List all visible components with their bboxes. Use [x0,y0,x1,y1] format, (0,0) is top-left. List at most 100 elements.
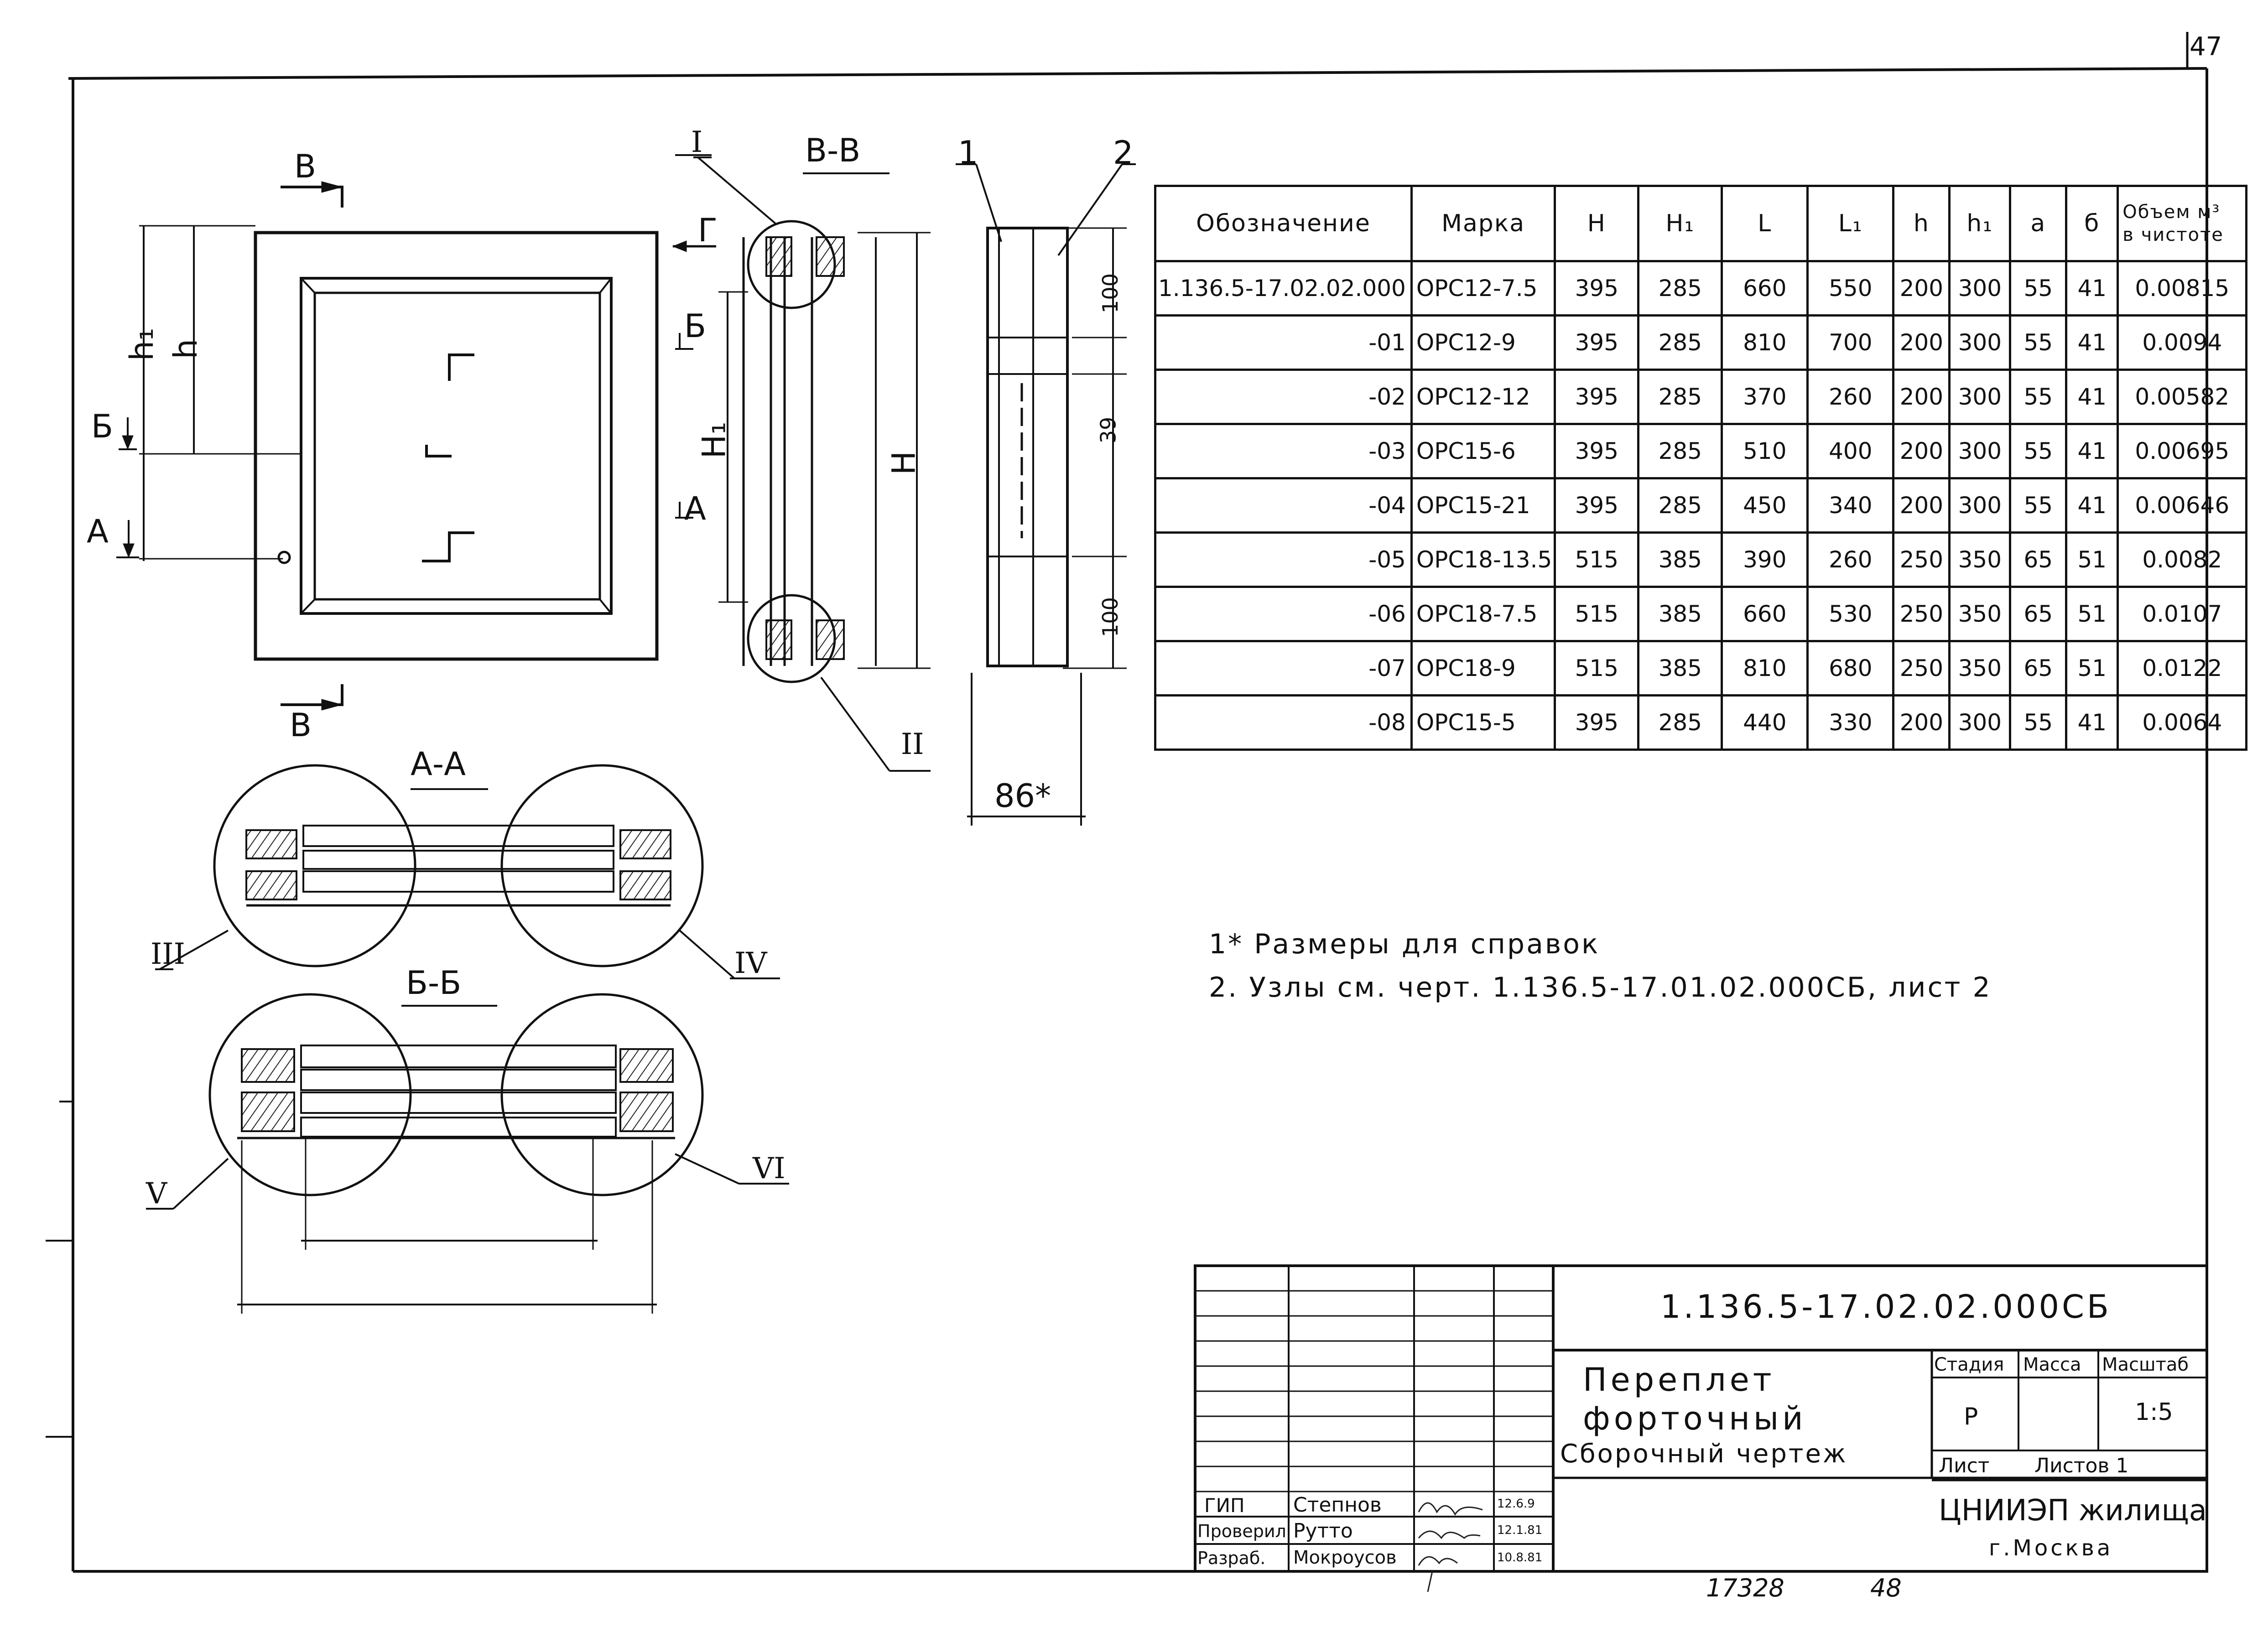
header-a: a [2009,185,2068,262]
date-checked: 12.1.81 [1497,1523,1543,1537]
cell-h: 200 [1892,260,1951,317]
cell-a: 65 [2009,586,2068,642]
cell-H1: 385 [1637,531,1723,588]
name-developer: Мокроусов [1293,1547,1397,1568]
callout-2: 2 [1113,134,1134,172]
side-view [956,163,1136,826]
dim-H1-label: H₁ [695,421,733,459]
cell-mark: ОРС12-7.5 [1410,260,1556,317]
table-row: -07 ОРС18-9 515 385 810 680 250 350 65 5… [1154,640,2248,697]
cell-L: 810 [1721,640,1809,697]
cell-L: 440 [1721,694,1809,751]
cell-mark: ОРС15-21 [1410,477,1556,534]
header-volume-l2: в чистоте [2122,224,2224,245]
cell-h: 200 [1892,369,1951,425]
dim-h1-label: h₁ [123,327,161,361]
cell-H: 395 [1554,694,1640,751]
scale-value: 1:5 [2135,1398,2173,1426]
date-developer: 10.8.81 [1497,1551,1543,1565]
section-aa [155,764,780,979]
section-mark-b-bottom: В [290,707,312,744]
cell-h1: 300 [1948,260,2012,317]
table-row: 1.136.5-17.02.02.000 ОРС12-7.5 395 285 6… [1154,260,2248,317]
cell-H: 395 [1554,260,1640,317]
cell-L1: 260 [1806,531,1895,588]
cell-b: 41 [2065,314,2119,371]
node-v-label: V [146,1177,167,1211]
sheets-label: Листов 1 [2034,1454,2129,1477]
cell-L: 510 [1721,423,1809,479]
role-developer: Разраб. [1197,1548,1266,1568]
sheet-label: Лист [1939,1454,1990,1477]
cell-a: 65 [2009,531,2068,588]
cut-mark-b: Б [91,408,114,445]
header-L: L [1721,185,1809,262]
cell-L1: 330 [1806,694,1895,751]
cell-h: 250 [1892,640,1951,697]
footer-page-number: 48 [1870,1574,1902,1602]
cell-L1: 700 [1806,314,1895,371]
cell-h: 200 [1892,314,1951,371]
dim-39: 39 [1096,416,1121,444]
name-checked: Рутто [1293,1519,1353,1543]
section-vv-title: В-В [805,132,861,169]
table-row: -05 ОРС18-13.5 515 385 390 260 250 350 6… [1154,531,2248,588]
date-gip: 12.6.9 [1497,1497,1535,1511]
spec-table-header-row: Обозначение Марка H H₁ L L₁ h h₁ a б Объ… [1154,185,2248,262]
cell-H1: 385 [1637,640,1723,697]
section-vv [672,154,931,772]
cell-h1: 300 [1948,423,2012,479]
cell-volume: 0.00695 [2117,423,2248,479]
front-view [116,181,659,711]
cell-designation: -03 [1154,423,1413,479]
page-number: 47 [2190,32,2222,62]
node-vi-label: VI [753,1152,785,1185]
cell-H: 395 [1554,314,1640,371]
cell-volume: 0.0064 [2117,694,2248,751]
title-line-1: Переплет [1583,1361,1775,1398]
cell-H: 515 [1554,640,1640,697]
scale-header: Масштаб [2102,1354,2189,1375]
node-iii-label: III [151,937,185,971]
cell-designation: -08 [1154,694,1413,751]
cell-b: 51 [2065,640,2119,697]
dim-h-label: h [167,338,205,359]
cell-h1: 300 [1948,369,2012,425]
cell-h: 250 [1892,531,1951,588]
header-mark: Марка [1410,185,1556,262]
cell-b: 41 [2065,694,2119,751]
view-mark-g: Г [698,212,718,249]
note-2: 2. Узлы см. черт. 1.136.5-17.01.02.000СБ… [1209,972,1992,1003]
callout-1: 1 [958,134,978,172]
name-gip: Степнов [1293,1493,1382,1517]
organization-name: ЦНИИЭП жилища [1939,1494,2207,1528]
cell-L: 810 [1721,314,1809,371]
cell-H: 395 [1554,369,1640,425]
cell-volume: 0.00582 [2117,369,2248,425]
cell-H: 395 [1554,477,1640,534]
cell-a: 55 [2009,423,2068,479]
cell-h: 200 [1892,694,1951,751]
cell-a: 55 [2009,314,2068,371]
cell-b: 41 [2065,477,2119,534]
header-b: б [2065,185,2119,262]
table-row: -06 ОРС18-7.5 515 385 660 530 250 350 65… [1154,586,2248,642]
cell-b: 51 [2065,531,2119,588]
cut-mark-a-vv: А [684,490,706,527]
cell-L1: 530 [1806,586,1895,642]
cell-L1: 550 [1806,260,1895,317]
table-row: -01 ОРС12-9 395 285 810 700 200 300 55 4… [1154,314,2248,371]
cell-designation: -06 [1154,586,1413,642]
cell-b: 51 [2065,586,2119,642]
cell-volume: 0.0107 [2117,586,2248,642]
cell-mark: ОРС18-9 [1410,640,1556,697]
cell-designation: -04 [1154,477,1413,534]
organization-city: г.Москва [1989,1535,2113,1561]
header-H1: H₁ [1637,185,1723,262]
cell-designation: -05 [1154,531,1413,588]
cell-L: 450 [1721,477,1809,534]
cell-volume: 0.0094 [2117,314,2248,371]
cell-L1: 400 [1806,423,1895,479]
cell-mark: ОРС18-7.5 [1410,586,1556,642]
